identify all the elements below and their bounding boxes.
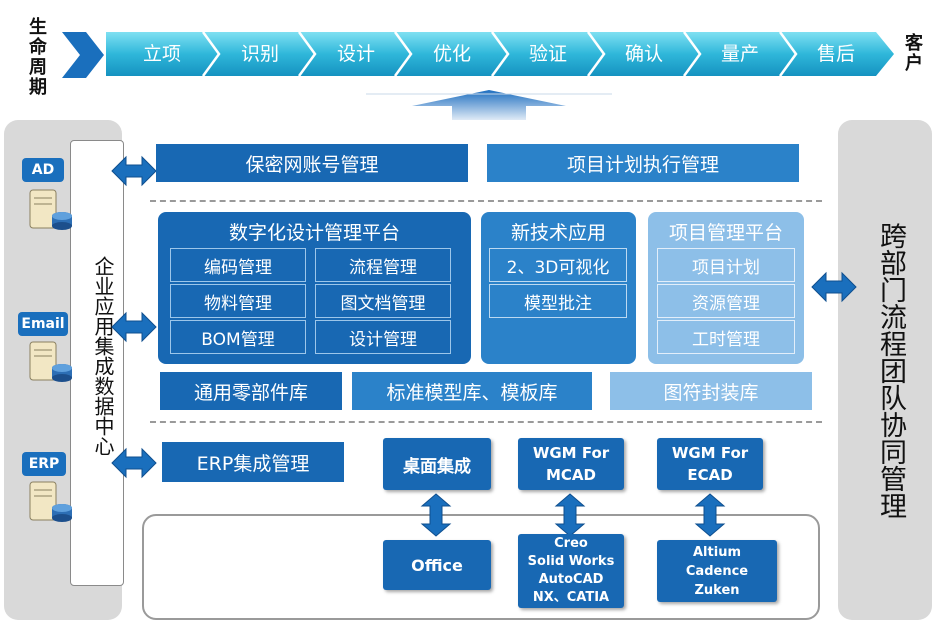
vertical-double-arrow-icon bbox=[694, 493, 726, 537]
vertical-double-arrow-icon bbox=[420, 493, 452, 537]
erp-integration-box: ERP集成管理 bbox=[162, 442, 344, 482]
double-arrow-icon bbox=[111, 311, 157, 343]
server-icon bbox=[29, 189, 72, 230]
dashed-divider bbox=[150, 200, 822, 202]
up-arrow-icon bbox=[366, 90, 612, 120]
stage-6: 确认 bbox=[624, 43, 663, 65]
work-hours-item: 工时管理 bbox=[657, 320, 795, 354]
data-center-column bbox=[70, 140, 124, 586]
secret-network-account-box: 保密网账号管理 bbox=[156, 144, 468, 182]
server-icon bbox=[29, 341, 72, 382]
stage-5: 验证 bbox=[528, 43, 567, 65]
stage-4: 优化 bbox=[432, 43, 471, 65]
platform-title: 数字化设计管理平台 bbox=[228, 222, 400, 244]
material-management: 物料管理 bbox=[170, 284, 306, 318]
stage-7: 量产 bbox=[720, 43, 759, 65]
stage-3: 设计 bbox=[336, 43, 375, 65]
stage-1: 立项 bbox=[142, 43, 181, 65]
wgm-ecad-box: WGM For ECAD bbox=[657, 438, 763, 490]
process-management: 流程管理 bbox=[315, 248, 451, 282]
data-center-title: 企业应用集成数据中心 bbox=[91, 256, 115, 456]
resource-management-item: 资源管理 bbox=[657, 284, 795, 318]
symbol-package-library: 图符封装库 bbox=[610, 372, 812, 410]
design-management: 设计管理 bbox=[315, 320, 451, 354]
cross-department-title: 跨部门流程团队协同管理 bbox=[875, 222, 906, 519]
system-tag-erp: ERP bbox=[22, 452, 66, 476]
platform-title: 项目管理平台 bbox=[668, 222, 783, 244]
visualization-item: 2、3D可视化 bbox=[489, 248, 627, 282]
desktop-integration-box: 桌面集成 bbox=[383, 438, 491, 490]
bom-management: BOM管理 bbox=[170, 320, 306, 354]
wgm-mcad-box: WGM For MCAD bbox=[518, 438, 624, 490]
document-management: 图文档管理 bbox=[315, 284, 451, 318]
server-icon bbox=[29, 481, 72, 522]
right-team-panel bbox=[838, 120, 932, 620]
lifecycle-start-chevron-icon bbox=[62, 32, 104, 78]
ecad-tools-box: Altium Cadence Zuken bbox=[657, 540, 777, 602]
office-box: Office bbox=[383, 540, 491, 590]
digital-design-platform: 数字化设计管理平台 编码管理 流程管理 物料管理 图文档管理 BOM管理 设计管… bbox=[158, 212, 471, 364]
coding-management: 编码管理 bbox=[170, 248, 306, 282]
stage-2: 识别 bbox=[240, 43, 279, 65]
double-arrow-icon bbox=[111, 447, 157, 479]
system-tag-ad: AD bbox=[22, 158, 64, 182]
double-arrow-icon bbox=[811, 271, 857, 303]
project-management-platform: 项目管理平台 项目计划 资源管理 工时管理 bbox=[648, 212, 804, 364]
mcad-tools-box: Creo Solid Works AutoCAD NX、CATIA bbox=[518, 534, 624, 608]
project-execution-box: 项目计划执行管理 bbox=[487, 144, 799, 182]
common-parts-library: 通用零部件库 bbox=[160, 372, 342, 410]
new-tech-platform: 新技术应用 2、3D可视化 模型批注 bbox=[481, 212, 636, 364]
model-annotation-item: 模型批注 bbox=[489, 284, 627, 318]
stage-8: 售后 bbox=[816, 43, 855, 65]
lifecycle-label: 生命周期 bbox=[29, 17, 47, 98]
double-arrow-icon bbox=[111, 155, 157, 187]
vertical-double-arrow-icon bbox=[554, 493, 586, 537]
dashed-divider bbox=[150, 421, 822, 423]
lifecycle-stage-bar bbox=[106, 31, 894, 77]
standard-model-library: 标准模型库、模板库 bbox=[352, 372, 592, 410]
customer-label: 客户 bbox=[905, 33, 923, 74]
platform-title: 新技术应用 bbox=[510, 222, 606, 244]
project-plan-item: 项目计划 bbox=[657, 248, 795, 282]
system-tag-email: Email bbox=[18, 312, 68, 336]
